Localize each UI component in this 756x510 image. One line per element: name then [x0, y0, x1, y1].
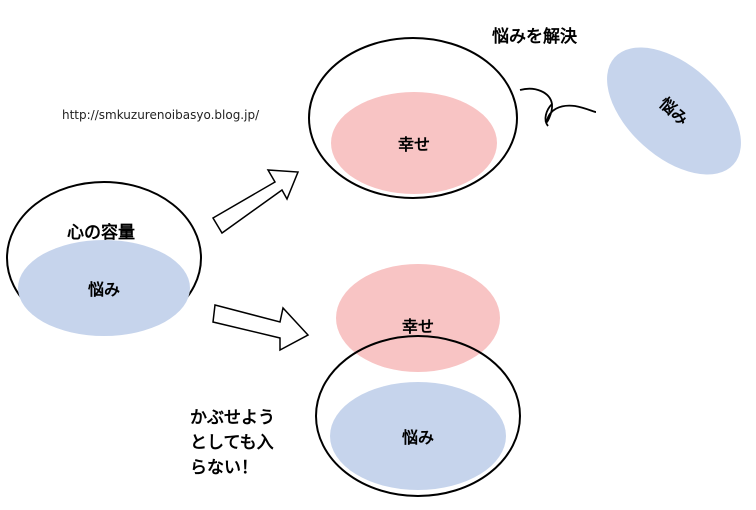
- left-bowl-worry-label: 悩み: [88, 280, 120, 299]
- bottom-bowl-outline: [315, 335, 521, 497]
- left-bowl: 悩み: [6, 181, 202, 336]
- left-bowl-worry: [18, 240, 190, 336]
- bottom-bowl-worry: [330, 382, 506, 490]
- bottom-bowl-happiness-label: 幸せ: [402, 317, 434, 336]
- title-solve-worries: 悩みを解決: [492, 27, 577, 47]
- bottom-bowl-worry-label: 悩み: [402, 428, 434, 447]
- discard-line-loop: [544, 103, 553, 127]
- overflow-note: かぶせよう としても入 らない！: [190, 406, 275, 481]
- overflow-note-line: かぶせよう: [190, 408, 275, 428]
- arrow-down-right: [212, 304, 310, 352]
- top-bowl: 幸せ: [308, 37, 518, 199]
- overflow-note-line: としても入: [190, 433, 274, 453]
- bottom-bowl: 幸せ 悩み: [315, 264, 521, 497]
- source-url: http://smkuzurenoibasyo.blog.jp/: [62, 108, 260, 122]
- floating-worry: 悩み: [607, 47, 741, 175]
- top-bowl-happiness: [331, 92, 497, 194]
- top-bowl-happiness-label: 幸せ: [398, 135, 430, 154]
- mind-capacity-label: 心の容量: [67, 223, 135, 243]
- overflow-note-line: らない！: [190, 458, 258, 478]
- bottom-bowl-happiness: [336, 264, 500, 372]
- discard-line: [519, 87, 597, 124]
- arrow-up-right: [211, 169, 300, 235]
- floating-worry-shape: [607, 47, 741, 175]
